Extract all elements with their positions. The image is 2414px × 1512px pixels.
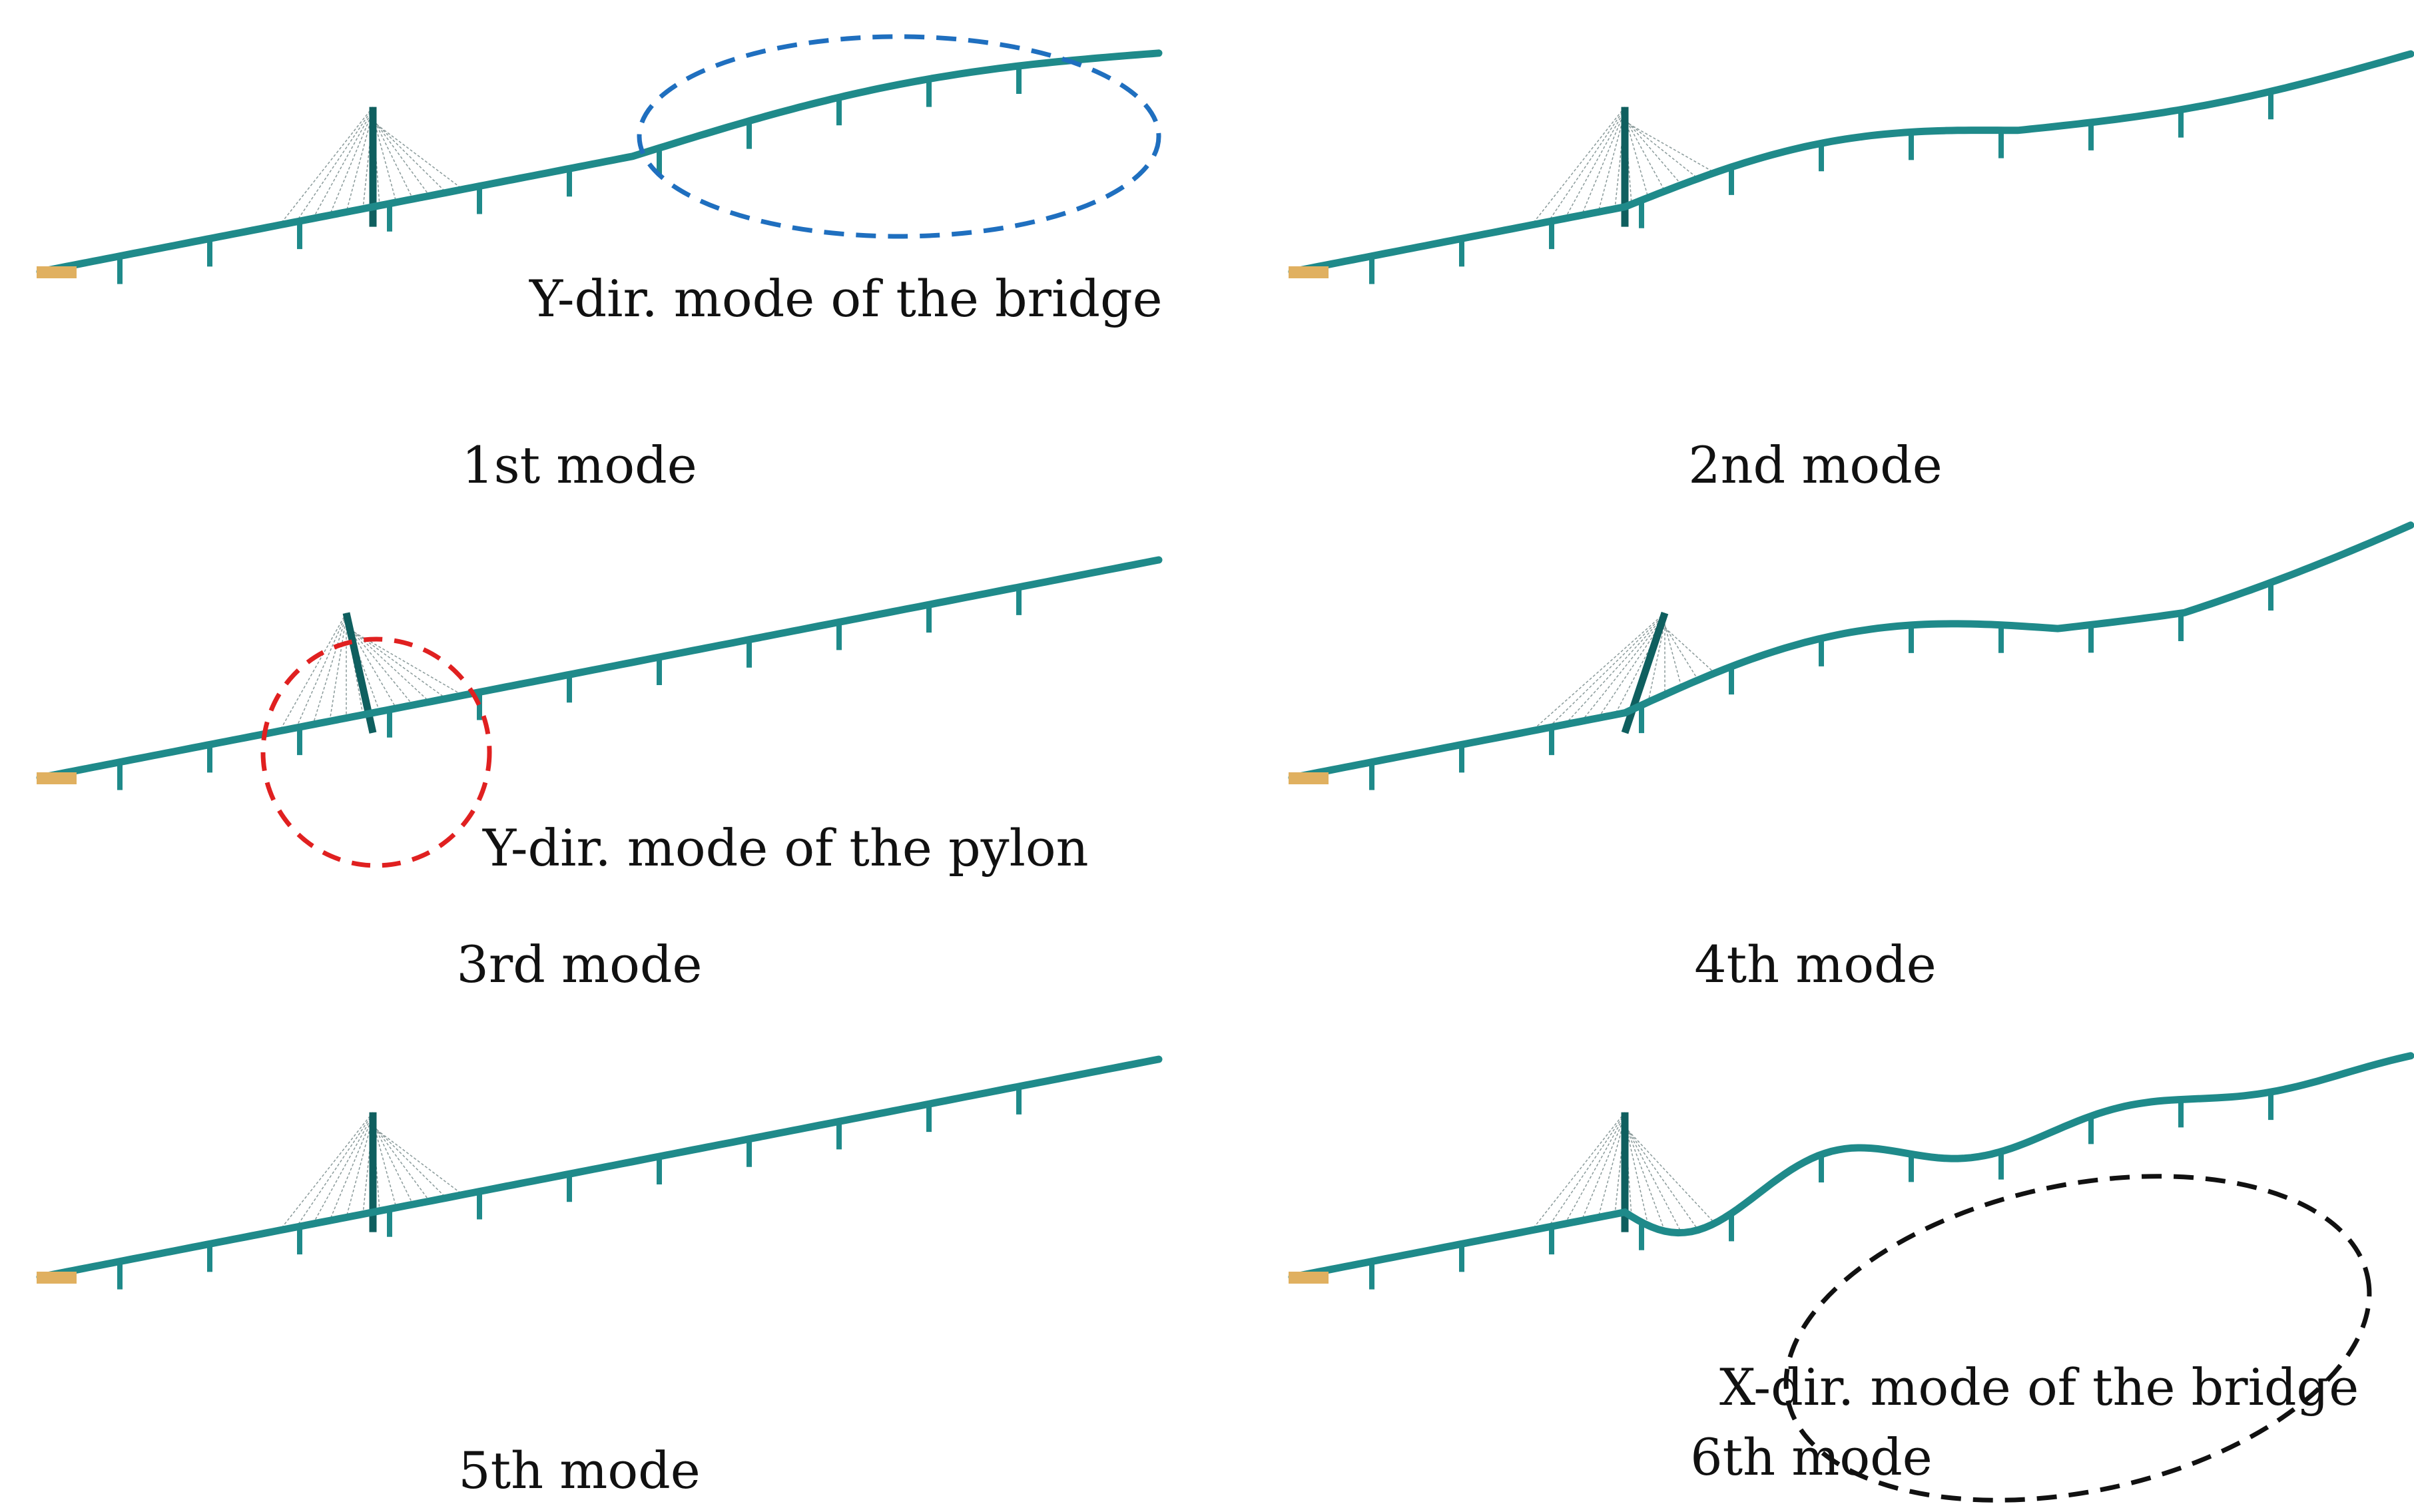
bridge-model-1 [36, 49, 1163, 284]
mode-panel-5: 5th mode [36, 1055, 1163, 1500]
y-dir-bridge-ellipse [637, 34, 1161, 239]
x-dir-bridge-ellipse [1783, 1174, 2372, 1503]
bridge-model-4 [1288, 521, 2414, 790]
abutment [37, 1272, 77, 1284]
stay-cables [1531, 1112, 1715, 1233]
abutment [1289, 1272, 1329, 1284]
piers [117, 587, 1022, 790]
bridge-deck [1288, 1052, 2414, 1281]
bridge-deck [36, 556, 1163, 782]
piers [117, 1086, 1022, 1290]
y-dir-pylon-label: Y-dir. mode of the pylon [482, 818, 1089, 878]
abutment [37, 266, 77, 278]
mode-panel-4: 4th mode [1288, 521, 2414, 994]
mode-caption-6: 6th mode [1690, 1427, 1932, 1487]
x-dir-bridge-label: X-dir. mode of the bridge [1719, 1358, 2359, 1417]
bridge-model-6 [1288, 1052, 2414, 1290]
mode-caption-1: 1st mode [461, 435, 697, 495]
y-dir-bridge-label: Y-dir. mode of the bridge [529, 269, 1163, 328]
bridge-model-5 [36, 1055, 1163, 1290]
mode-caption-2: 2nd mode [1688, 435, 1943, 495]
abutment [1289, 772, 1329, 784]
piers [1369, 1092, 2273, 1290]
bridge-deck [36, 1055, 1163, 1281]
y-dir-pylon-circle [260, 636, 492, 868]
bridge-deck [36, 49, 1163, 276]
piers [1369, 582, 2273, 790]
mode-caption-5: 5th mode [458, 1441, 700, 1500]
bridge-model-2 [1288, 50, 2414, 284]
pylon [1621, 611, 1669, 734]
piers [117, 66, 1022, 284]
abutment [37, 772, 77, 784]
stay-cables [279, 107, 463, 226]
mode-panel-3: Y-dir. mode of the pylon 3rd mode [36, 556, 1163, 994]
mode-panel-6: X-dir. mode of the bridge 6th mode [1288, 1052, 2414, 1503]
piers [1369, 91, 2273, 284]
mode-caption-3: 3rd mode [457, 935, 703, 994]
bridge-model-3 [36, 556, 1163, 790]
bridge-deck [1288, 521, 2414, 782]
mode-panel-2: 2nd mode [1288, 50, 2414, 495]
stay-cables [279, 1112, 463, 1231]
mode-caption-4: 4th mode [1694, 935, 1936, 994]
mode-panel-1: Y-dir. mode of the bridge 1st mode [36, 34, 1163, 495]
bridge-deck [1288, 50, 2414, 276]
abutment [1289, 266, 1329, 278]
